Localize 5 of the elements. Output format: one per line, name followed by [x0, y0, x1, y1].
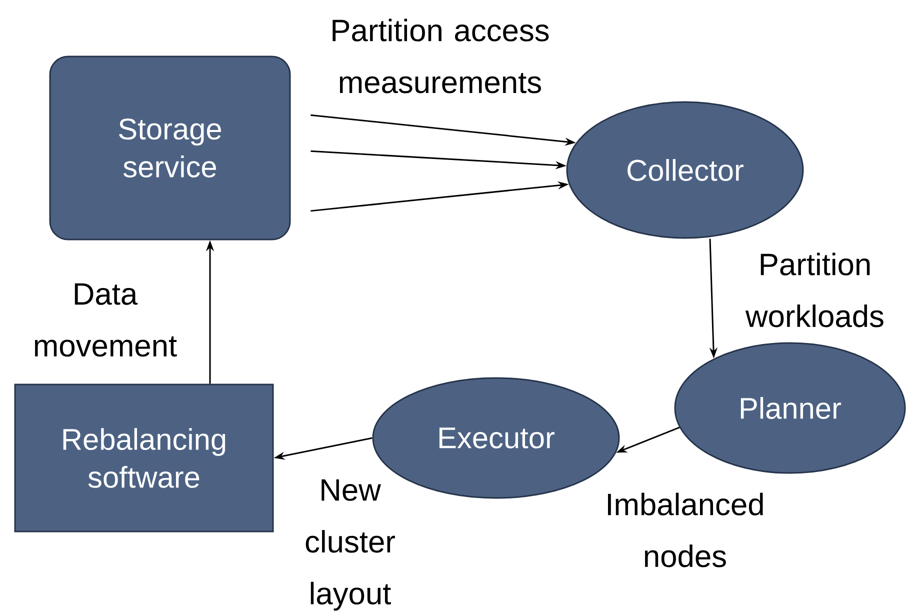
edge-label: Partition access measurements: [332, 18, 549, 94]
edge-label: Data movement: [34, 283, 177, 357]
service-box: Storage service: [49, 56, 291, 240]
edge-label: Partition workloads: [745, 252, 884, 328]
process-box: Rebalancing software: [14, 384, 274, 532]
